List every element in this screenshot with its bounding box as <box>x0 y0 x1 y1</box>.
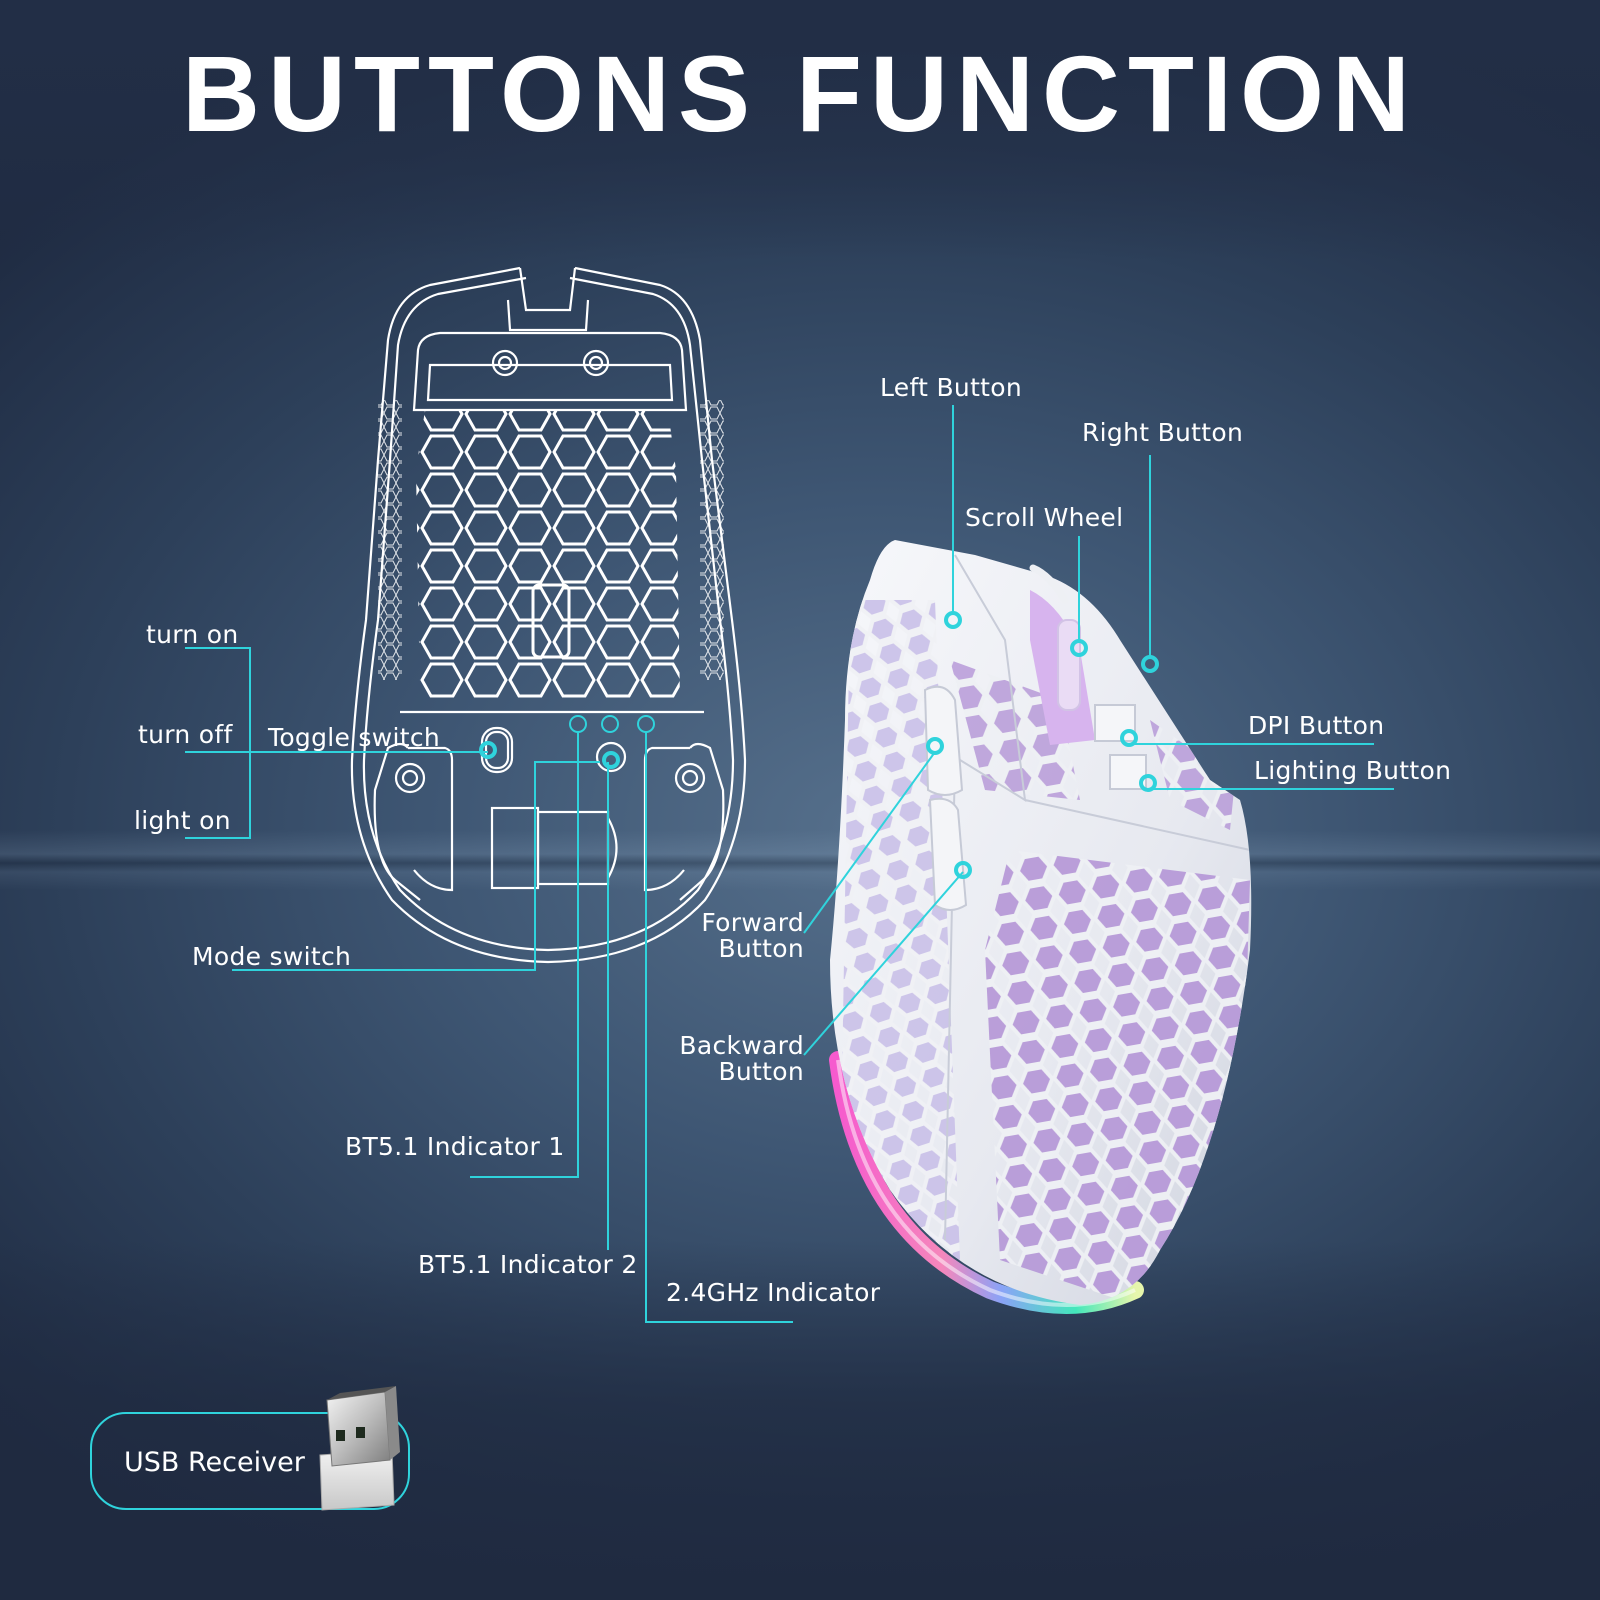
label-turn-on: turn on <box>146 620 239 649</box>
label-backward-button: Backward Button <box>650 1031 804 1087</box>
label-mode-switch: Mode switch <box>192 942 352 971</box>
background-horizon-band <box>0 830 1600 890</box>
label-scroll-wheel: Scroll Wheel <box>965 503 1124 532</box>
label-bt-indicator-1: BT5.1 Indicator 1 <box>345 1132 565 1161</box>
label-left-button: Left Button <box>880 373 1023 402</box>
label-right-button: Right Button <box>1082 418 1244 447</box>
usb-receiver-label: USB Receiver <box>124 1447 305 1478</box>
label-backward-line2: Button <box>718 1057 804 1087</box>
background-bottom-shade <box>0 1240 1600 1600</box>
label-lighting-button: Lighting Button <box>1254 756 1452 785</box>
label-light-on: light on <box>134 806 231 835</box>
label-toggle-switch: Toggle switch <box>268 723 441 752</box>
label-forward-button: Forward Button <box>664 908 804 964</box>
label-dpi-button: DPI Button <box>1248 711 1385 740</box>
background-top-shade <box>0 0 1600 260</box>
usb-receiver-box <box>90 1412 410 1510</box>
label-turn-off: turn off <box>138 720 233 749</box>
label-2-4ghz-indicator: 2.4GHz Indicator <box>666 1278 881 1307</box>
label-forward-line1: Forward <box>701 908 804 937</box>
label-backward-line1: Backward <box>679 1031 804 1060</box>
page-title: BUTTONS FUNCTION <box>182 33 1418 154</box>
label-forward-line2: Button <box>718 934 804 964</box>
label-bt-indicator-2: BT5.1 Indicator 2 <box>418 1250 638 1279</box>
